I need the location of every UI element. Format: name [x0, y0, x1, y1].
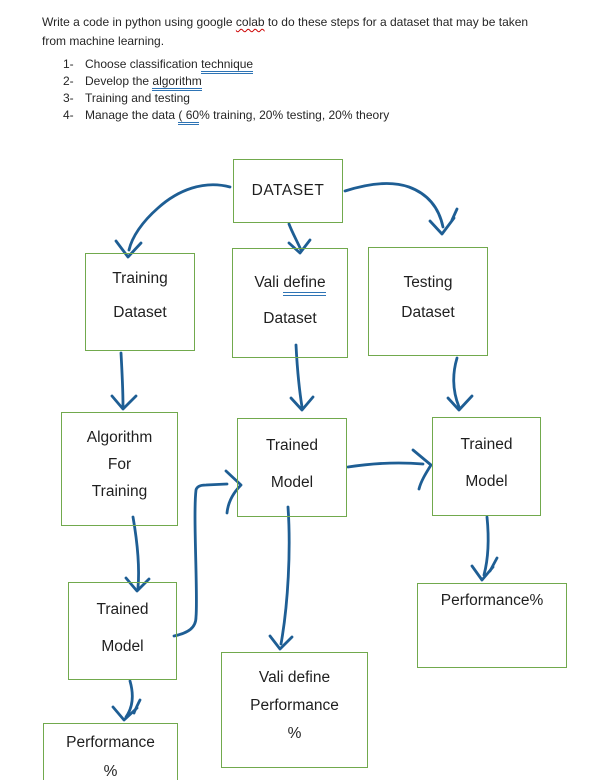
arrow-trained-model-mid-to-trained-model-right: [346, 448, 433, 491]
list-item-1: 1-Choose classification technique: [63, 56, 389, 74]
grammar-underlined-word: technique: [201, 57, 254, 74]
node-label: Dataset: [263, 310, 317, 327]
node-label: Algorithm: [86, 429, 153, 446]
node-trained-model-mid: Trained Model: [237, 418, 347, 517]
arrow-trained-model-bottom-to-performance-bottom: [111, 679, 142, 722]
node-label: DATASET: [251, 182, 325, 199]
node-trained-model-right: Trained Model: [432, 417, 541, 516]
node-label: Vali define: [258, 669, 331, 686]
node-label: Model: [101, 638, 144, 655]
node-trained-model-bottom: Trained Model: [68, 582, 177, 680]
node-label: Model: [270, 474, 314, 491]
arrow-dataset-to-testing-dataset: [343, 182, 459, 236]
node-label: Trained: [96, 601, 149, 618]
arrow-testing-to-trained-model-right: [446, 356, 474, 412]
list-item-2: 2-Develop the algorithm: [63, 73, 389, 91]
arrow-trained-model-right-to-performance-right: [470, 515, 499, 582]
node-label: For: [107, 456, 132, 473]
list-number: 2-: [63, 74, 74, 88]
node-label: Performance: [66, 734, 155, 751]
node-performance-bottom: Performance %: [43, 723, 178, 780]
node-label: Dataset: [113, 304, 167, 321]
node-label: Vali define: [233, 265, 347, 301]
node-label: Model: [465, 473, 508, 490]
node-label: Testing: [403, 274, 453, 291]
arrow-dataset-to-training-dataset: [114, 183, 232, 259]
node-label: Training: [91, 483, 148, 500]
list-number: 4-: [63, 108, 74, 122]
grammar-underlined-word: ( 60: [178, 108, 200, 125]
intro-paragraph: Write a code in python using google cola…: [42, 13, 528, 51]
arrow-algorithm-to-trained-model-bottom: [124, 515, 151, 593]
list-number: 3-: [63, 91, 74, 105]
intro-text-post: to do these steps for a dataset that may…: [264, 15, 529, 29]
node-algorithm-for-training: Algorithm For Training: [61, 412, 178, 526]
node-label: Training: [112, 270, 168, 287]
intro-line-2: from machine learning.: [42, 34, 165, 48]
grammar-underlined-word: algorithm: [152, 74, 202, 91]
misspelled-word-colab: colab: [235, 15, 265, 29]
node-label: %: [287, 725, 302, 742]
arrow-trained-model-bottom-to-trained-model-mid: [172, 469, 243, 638]
node-label: Performance: [250, 697, 339, 714]
node-label: Performance%: [440, 592, 544, 609]
node-dataset: DATASET: [233, 159, 343, 223]
intro-line-1: Write a code in python using google cola…: [42, 13, 528, 32]
node-training-dataset: Training Dataset: [85, 253, 195, 351]
intro-text-pre: Write a code in python using google: [42, 15, 236, 29]
node-label: Trained: [266, 437, 318, 454]
list-item-3: 3-Training and testing: [63, 91, 190, 105]
node-label: %: [103, 763, 118, 780]
list-number: 1-: [63, 57, 74, 71]
node-label: Trained: [460, 436, 513, 453]
node-performance-right: Performance%: [417, 583, 567, 668]
steps-list: 1-Choose classification technique 2-Deve…: [63, 56, 389, 125]
node-label: Dataset: [401, 304, 455, 321]
list-item-4: 4-Manage the data ( 60% training, 20% te…: [63, 107, 389, 125]
node-validation-dataset: Vali define Dataset: [232, 248, 348, 358]
grammar-underlined-word: define: [283, 274, 326, 296]
node-validation-performance: Vali define Performance %: [221, 652, 368, 768]
arrow-trained-model-mid-to-validation-performance: [268, 505, 294, 651]
arrow-training-to-algorithm: [110, 351, 138, 411]
node-testing-dataset: Testing Dataset: [368, 247, 488, 356]
